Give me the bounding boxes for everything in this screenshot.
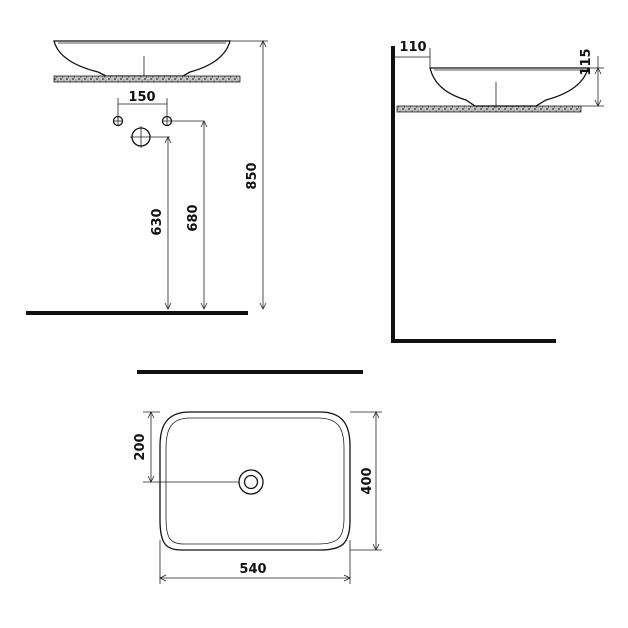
plan-view: 200 400 540 xyxy=(133,370,382,584)
side-elevation-view: 110 115 xyxy=(391,40,604,343)
wall-offset-label: 110 xyxy=(399,40,426,55)
pipe-spacing-label: 150 xyxy=(128,90,155,105)
front-countertop xyxy=(53,75,241,83)
drain-height-label: 630 xyxy=(150,208,165,235)
plan-drain-inner xyxy=(243,474,259,490)
basin-depth-label: 115 xyxy=(579,48,594,75)
supply-height-label: 680 xyxy=(186,204,201,231)
plan-drain-outer xyxy=(238,469,264,495)
plan-depth-label: 400 xyxy=(360,467,375,494)
drain-offset-label: 200 xyxy=(133,433,148,460)
plan-width-label: 540 xyxy=(239,562,266,577)
plan-basin-outline xyxy=(159,411,351,551)
side-countertop xyxy=(396,105,582,113)
plan-basin-inner xyxy=(165,417,345,545)
basin-top-height-label: 850 xyxy=(245,162,260,189)
front-elevation-view: 150 630 680 850 xyxy=(26,40,268,315)
front-basin-body xyxy=(53,40,231,77)
side-basin-body xyxy=(429,67,589,107)
